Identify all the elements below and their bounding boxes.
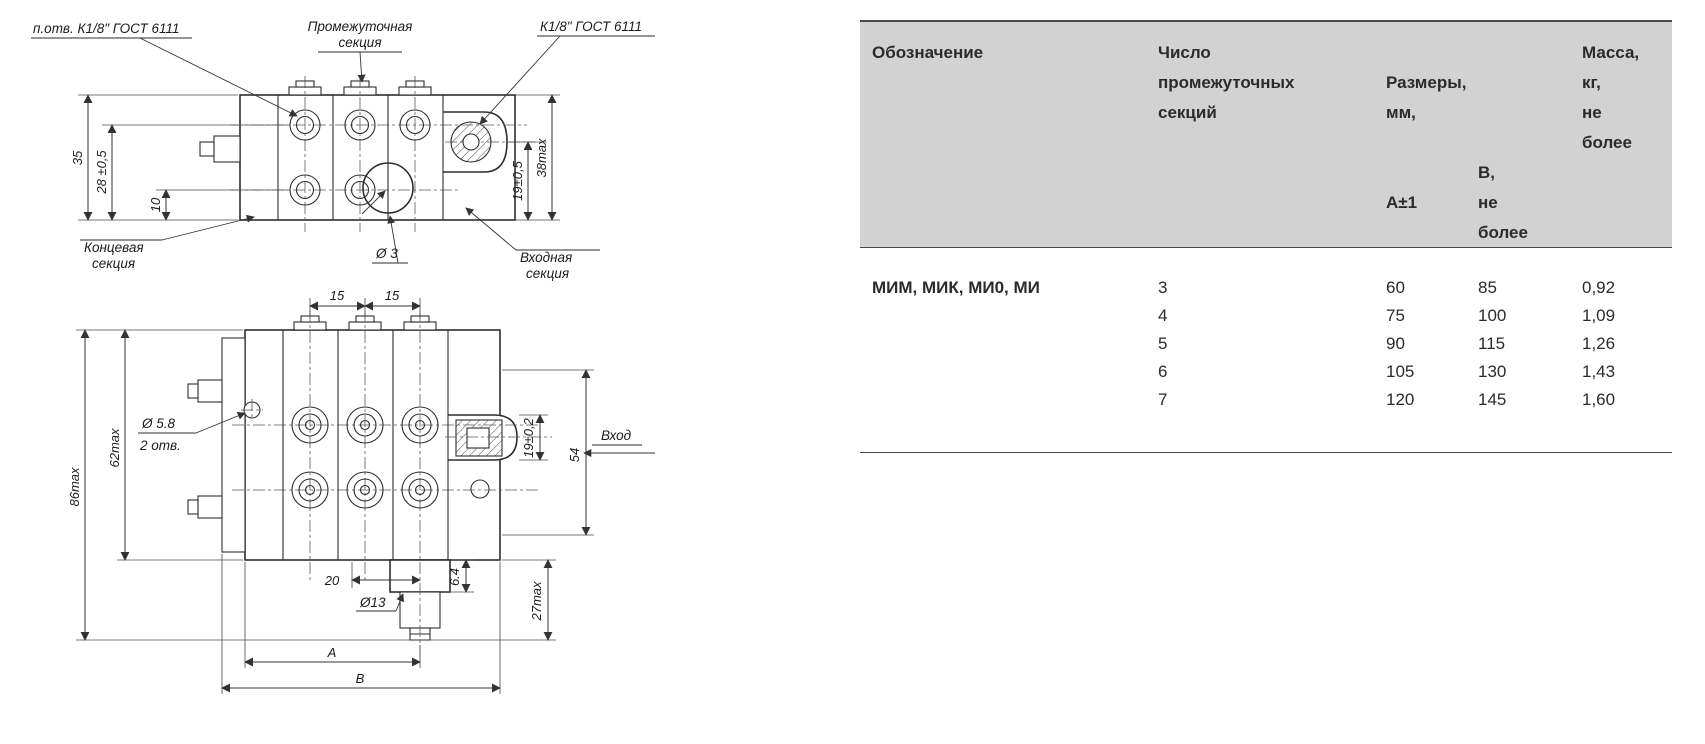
cell-designation: [872, 386, 1158, 414]
dim-27max: 27max: [529, 581, 544, 622]
cell-dim-b: 130: [1478, 362, 1507, 381]
cell-sections: 3: [1158, 278, 1168, 297]
cell-dim-a: 120: [1386, 390, 1415, 409]
header-dimensions-title: Размеры, мм,: [1386, 73, 1467, 122]
dim-62max: 62max: [107, 428, 122, 468]
cell-mass: 1,09: [1582, 306, 1616, 325]
callout-thread-holes: п.отв. К1/8" ГОСТ 6111: [33, 21, 179, 36]
cell-dim-a: 60: [1386, 278, 1405, 297]
dim-35: 35: [70, 150, 85, 165]
header-col-a: А±1: [1386, 193, 1418, 212]
header-dimensions: Размеры, мм, А±1: [1386, 38, 1478, 278]
dim-15-right: 15: [385, 288, 400, 303]
cell-sections: 6: [1158, 362, 1168, 381]
table-row: МИМ, МИК, МИ0, МИ 3 60 85 0,92: [872, 274, 1672, 302]
inlet-label: Вход: [601, 428, 632, 443]
top-view: 35 28 ±0,5 10 19±0,5 38max п.отв. К1/8" …: [31, 19, 655, 281]
cell-dim-b: 100: [1478, 306, 1507, 325]
dim-38max: 38max: [534, 138, 549, 178]
callout-intermediate-section-2: секция: [338, 35, 381, 50]
dim-54: 54: [567, 448, 582, 462]
cell-mass: 1,43: [1582, 362, 1616, 381]
cell-dim-a: 90: [1386, 334, 1405, 353]
cell-dim-b: 115: [1478, 334, 1506, 353]
dim-19-02: 19±0,2: [521, 417, 536, 457]
spec-table-header: Обозначение Число промежуточных секций Р…: [860, 20, 1672, 248]
dim-28: 28 ±0,5: [94, 150, 109, 195]
callout-intermediate-section-1: Промежуточная: [308, 19, 413, 34]
cell-sections: 7: [1158, 390, 1168, 409]
table-row: 4 75 100 1,09: [872, 302, 1672, 330]
callout-2-holes: 2 отв.: [139, 438, 181, 453]
cell-dim-a: 75: [1386, 306, 1405, 325]
table-row: 6 105 130 1,43: [872, 358, 1672, 386]
cell-designation: [872, 302, 1158, 330]
cell-sections: 4: [1158, 306, 1168, 325]
callout-end-section-2: секция: [92, 256, 135, 271]
dim-15-left: 15: [330, 288, 345, 303]
callout-inlet-thread: К1/8" ГОСТ 6111: [540, 19, 642, 34]
callout-dia13: Ø13: [359, 595, 386, 610]
cell-sections: 5: [1158, 334, 1168, 353]
header-designation: Обозначение: [872, 43, 984, 62]
dim-86max: 86max: [67, 467, 82, 507]
dim-B: В: [356, 671, 365, 686]
cell-dim-b: 145: [1478, 390, 1507, 409]
cell-mass: 0,92: [1582, 278, 1616, 297]
spec-table-body: МИМ, МИК, МИ0, МИ 3 60 85 0,92 4 75 100 …: [860, 248, 1672, 453]
cell-dim-a: 105: [1386, 362, 1415, 381]
header-mass: Масса, кг, не более: [1582, 43, 1640, 152]
callout-end-section-1: Концевая: [84, 240, 144, 255]
cell-designation: [872, 330, 1158, 358]
callout-dia3: Ø 3: [375, 246, 398, 261]
dim-A: А: [327, 645, 337, 660]
cell-designation: МИМ, МИК, МИ0, МИ: [872, 278, 1040, 297]
dim-19-05: 19±0,5: [510, 160, 525, 200]
header-intermediate-sections: Число промежуточных секций: [1158, 43, 1295, 122]
callout-input-section-2: секция: [526, 266, 569, 281]
cell-designation: [872, 358, 1158, 386]
callout-input-section-1: Входная: [520, 250, 572, 265]
cell-dim-b: 85: [1478, 278, 1497, 297]
dim-20: 20: [324, 573, 340, 588]
table-row: 7 120 145 1,60: [872, 386, 1672, 414]
header-col-b-label: В, не более: [1478, 163, 1528, 242]
technical-drawing: 35 28 ±0,5 10 19±0,5 38max п.отв. К1/8" …: [31, 19, 655, 694]
header-col-b: В, не более: [1478, 38, 1582, 278]
table-row: 5 90 115 1,26: [872, 330, 1672, 358]
dim-10: 10: [148, 197, 163, 212]
dim-6-4: 6.4: [447, 568, 462, 586]
callout-dia58: Ø 5.8: [141, 416, 176, 431]
bottom-view: 15 15 62max 86max Ø 5.8 2 отв. 19±0,2 54…: [67, 288, 655, 694]
cell-mass: 1,60: [1582, 390, 1616, 409]
spec-table: Обозначение Число промежуточных секций Р…: [860, 20, 1672, 453]
cell-mass: 1,26: [1582, 334, 1616, 353]
